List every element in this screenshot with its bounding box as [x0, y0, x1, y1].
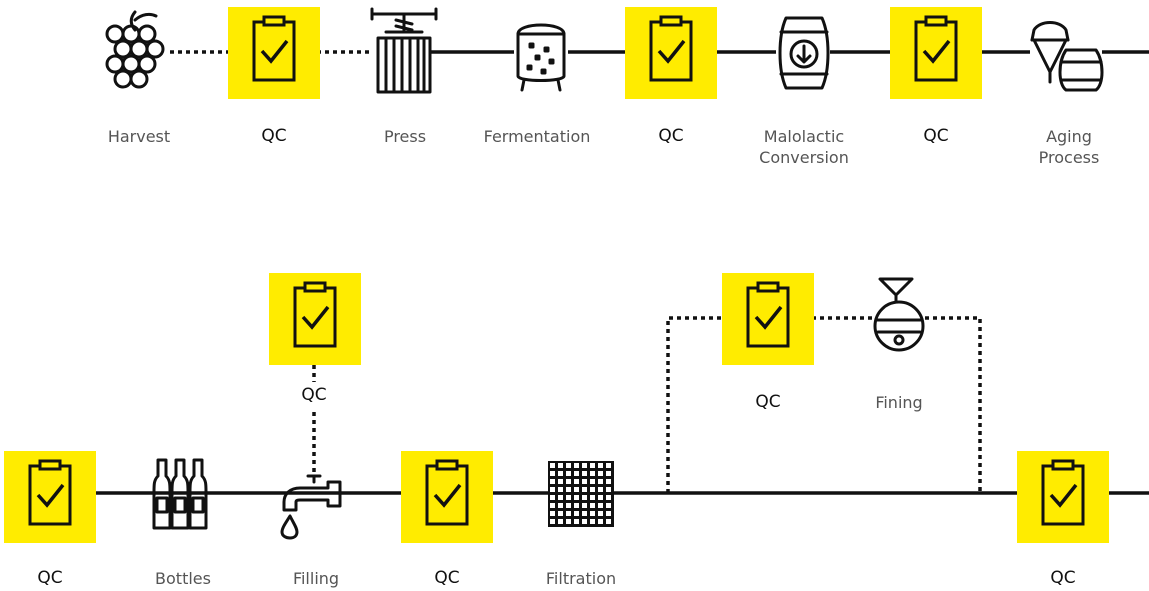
qc-label: QC	[923, 126, 949, 146]
qc-label: QC	[301, 385, 327, 405]
barrel-down-arrow-icon	[778, 16, 830, 90]
qc-label: QC	[755, 392, 781, 412]
fining-label: Fining	[875, 393, 923, 412]
filtration-label: Filtration	[545, 569, 617, 588]
bottles-icon	[152, 458, 208, 530]
qc-clipboard-icon	[267, 271, 363, 367]
qc-label: QC	[434, 568, 460, 588]
filter-grid-icon	[548, 461, 614, 527]
tap-drop-icon	[280, 474, 342, 540]
wine-press-icon	[370, 7, 438, 94]
qc-clipboard-icon	[720, 271, 816, 367]
qc-clipboard-icon	[1015, 449, 1111, 545]
qc-label: QC	[1050, 568, 1076, 588]
qc-clipboard-icon	[399, 449, 495, 545]
bottles-label: Bottles	[155, 569, 211, 588]
funnel-sphere-icon	[873, 277, 925, 352]
qc-label: QC	[37, 568, 63, 588]
qc-label: QC	[658, 126, 684, 146]
qc-clipboard-icon	[888, 5, 984, 101]
fermentation-label: Fermentation	[483, 127, 591, 146]
bypass-dotted-line	[925, 316, 982, 493]
qc-clipboard-icon	[226, 5, 322, 101]
bypass-dotted-line	[666, 316, 722, 493]
harvest-label: Harvest	[107, 127, 171, 146]
qc-clipboard-icon	[623, 5, 719, 101]
malolactic-label: Malolactic Conversion	[759, 127, 849, 167]
aging-label: Aging Process	[1038, 127, 1100, 167]
qc-label: QC	[261, 126, 287, 146]
qc-clipboard-icon	[2, 449, 98, 545]
fermentation-tank-icon	[516, 23, 566, 92]
grapes-icon	[105, 10, 165, 89]
filling-label: Filling	[292, 569, 340, 588]
tank-and-barrel-icon	[1030, 21, 1104, 92]
press-label: Press	[383, 127, 427, 146]
